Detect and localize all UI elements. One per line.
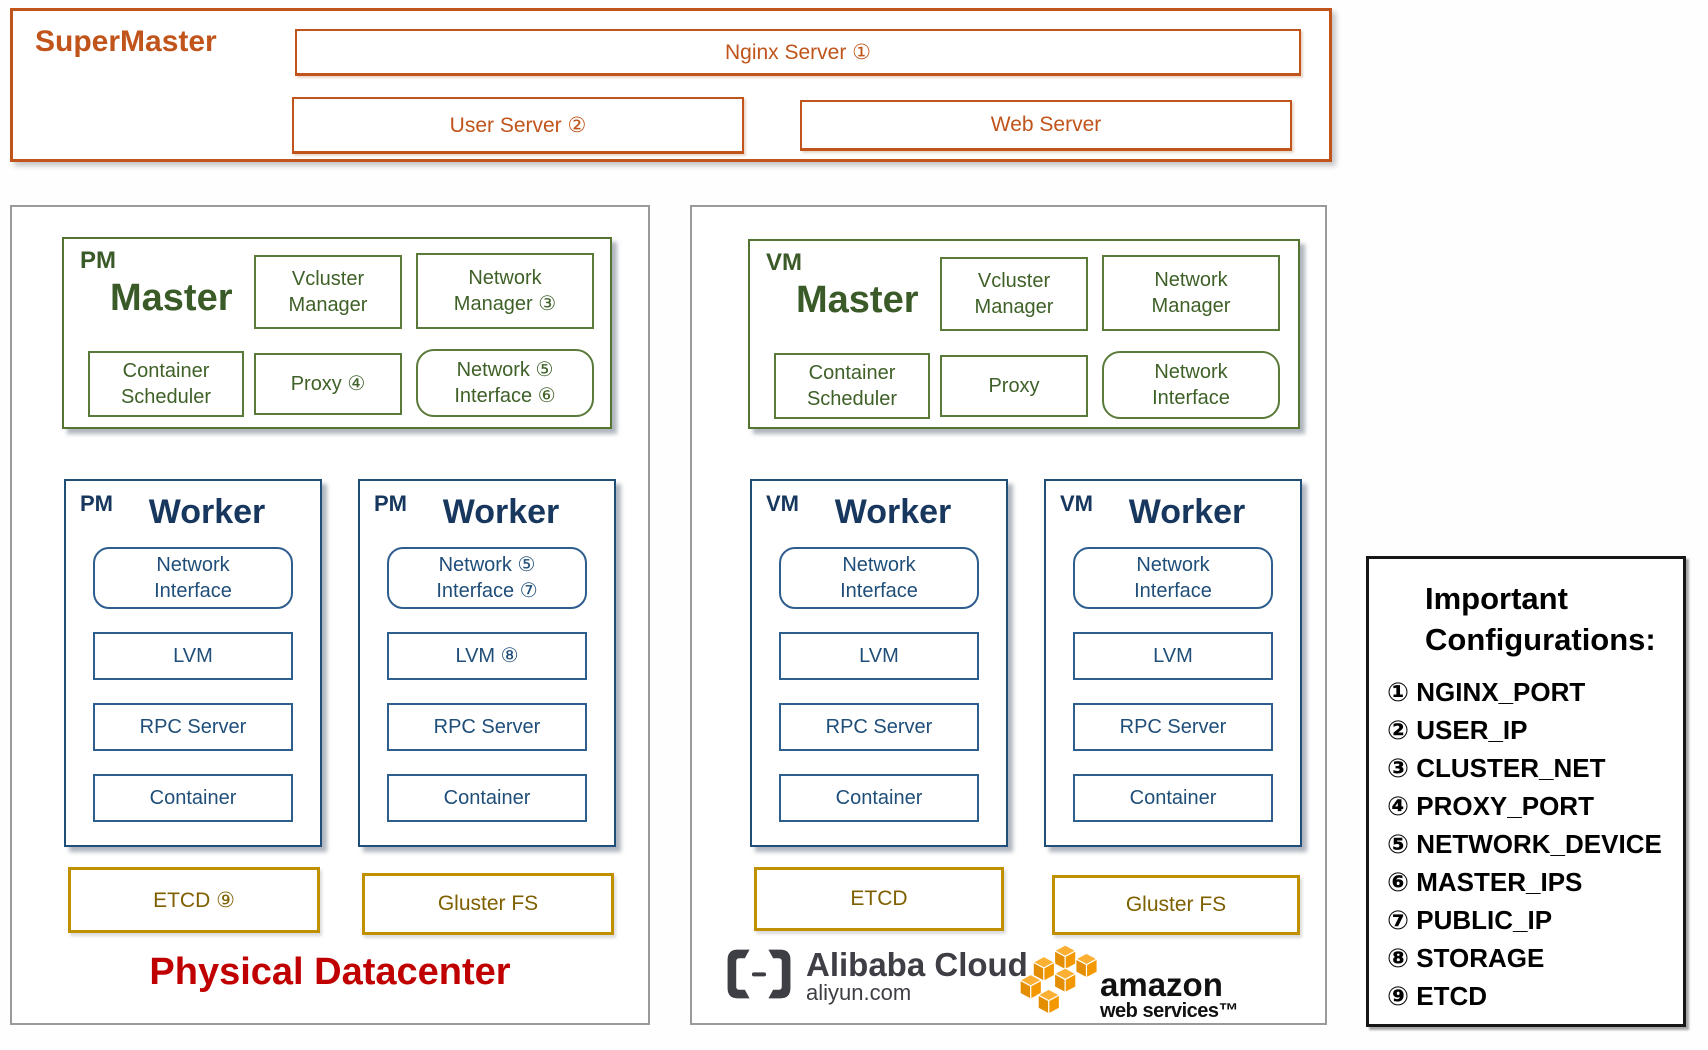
vm-master-card: VM Master Vcluster Manager Network Manag… [748, 239, 1300, 429]
vm-container-scheduler-box: Container Scheduler [774, 353, 930, 419]
important-configurations-panel: Important Configurations: ① NGINX_PORT ②… [1366, 556, 1686, 1027]
pm-worker-2-card: PM Worker Network ⑤ Interface ⑦ LVM ⑧ RP… [358, 479, 616, 847]
pm-master-tag: PM [80, 247, 116, 274]
config-item: ② USER_IP [1387, 714, 1528, 745]
container-box: Container [779, 774, 979, 822]
config-item: ⑧ STORAGE [1387, 942, 1545, 973]
vm-master-tag: VM [766, 249, 802, 276]
aws-logo: amazon web services™ [1018, 944, 1239, 1032]
vm-network-manager-box: Network Manager [1102, 255, 1280, 331]
web-server-box: Web Server [800, 100, 1292, 151]
aws-cubes-icon [1018, 944, 1112, 1032]
vm-datacenter-panel: VM Master Vcluster Manager Network Manag… [690, 205, 1327, 1025]
rpc-server-box: RPC Server [779, 703, 979, 751]
vm-master-network-interface-box: Network Interface [1102, 351, 1280, 419]
vm-etcd-box: ETCD [754, 867, 1004, 931]
supermaster-panel: SuperMaster Nginx Server ① User Server ②… [10, 8, 1332, 162]
config-item: ④ PROXY_PORT [1387, 790, 1594, 821]
vm-worker-1-title: Worker [834, 493, 952, 531]
aws-subtitle: web services™ [1100, 999, 1239, 1022]
config-item: ① NGINX_PORT [1387, 676, 1586, 707]
vm-worker-2-tag: VM [1060, 491, 1093, 516]
alibaba-cloud-logo: Alibaba Cloud aliyun.com [726, 947, 1028, 1006]
network-interface-box: Network Interface [779, 547, 979, 609]
vm-worker-2-title: Worker [1128, 493, 1246, 531]
alibaba-cloud-icon [726, 947, 792, 1006]
config-title-line-1: Important [1425, 581, 1568, 616]
vm-gluster-fs-box: Gluster FS [1052, 875, 1300, 935]
network-interface-box: Network Interface [93, 547, 293, 609]
config-item: ③ CLUSTER_NET [1387, 752, 1606, 783]
container-box: Container [387, 774, 587, 822]
pm-worker-1-card: PM Worker Network Interface LVM RPC Serv… [64, 479, 322, 847]
rpc-server-box: RPC Server [387, 703, 587, 751]
pm-worker-1-tag: PM [80, 491, 113, 516]
pm-network-manager-box: Network Manager ③ [416, 253, 594, 329]
user-server-box: User Server ② [292, 97, 744, 154]
pm-vcluster-manager-box: Vcluster Manager [254, 255, 402, 329]
network-interface-box: Network ⑤ Interface ⑦ [387, 547, 587, 609]
container-box: Container [93, 774, 293, 822]
rpc-server-box: RPC Server [93, 703, 293, 751]
network-interface-box: Network Interface [1073, 547, 1273, 609]
pm-master-card: PM Master Vcluster Manager Network Manag… [62, 237, 612, 429]
pm-master-network-interface-box: Network ⑤ Interface ⑥ [416, 349, 594, 417]
vm-proxy-box: Proxy [940, 355, 1088, 417]
vm-vcluster-manager-box: Vcluster Manager [940, 257, 1088, 331]
config-item-list: ① NGINX_PORT ② USER_IP ③ CLUSTER_NET ④ P… [1387, 673, 1683, 1015]
lvm-box: LVM [1073, 632, 1273, 680]
pm-proxy-box: Proxy ④ [254, 353, 402, 415]
alibaba-cloud-domain: aliyun.com [806, 979, 912, 1005]
config-item: ⑥ MASTER_IPS [1387, 866, 1583, 897]
physical-datacenter-panel: PM Master Vcluster Manager Network Manag… [10, 205, 650, 1025]
vm-master-title: Master [796, 279, 919, 321]
container-box: Container [1073, 774, 1273, 822]
vm-worker-2-card: VM Worker Network Interface LVM RPC Serv… [1044, 479, 1302, 847]
lvm-box: LVM [93, 632, 293, 680]
pm-worker-2-tag: PM [374, 491, 407, 516]
rpc-server-box: RPC Server [1073, 703, 1273, 751]
vm-worker-1-card: VM Worker Network Interface LVM RPC Serv… [750, 479, 1008, 847]
pm-container-scheduler-box: Container Scheduler [88, 351, 244, 417]
config-item: ⑨ ETCD [1387, 980, 1488, 1011]
pm-etcd-box: ETCD ⑨ [68, 867, 320, 933]
nginx-server-box: Nginx Server ① [295, 29, 1301, 76]
vm-worker-1-tag: VM [766, 491, 799, 516]
lvm-box: LVM ⑧ [387, 632, 587, 680]
config-title-line-2: Configurations: [1425, 621, 1656, 657]
supermaster-title: SuperMaster [35, 25, 217, 58]
aws-name: amazon [1100, 966, 1223, 1004]
config-item: ⑤ NETWORK_DEVICE [1387, 828, 1662, 859]
physical-datacenter-caption: Physical Datacenter [149, 951, 511, 993]
lvm-box: LVM [779, 632, 979, 680]
alibaba-cloud-name: Alibaba Cloud [806, 945, 1028, 983]
pm-worker-2-title: Worker [442, 493, 560, 531]
config-item: ⑦ PUBLIC_IP [1387, 904, 1553, 935]
pm-worker-1-title: Worker [148, 493, 266, 531]
pm-master-title: Master [110, 277, 233, 319]
pm-gluster-fs-box: Gluster FS [362, 873, 614, 935]
